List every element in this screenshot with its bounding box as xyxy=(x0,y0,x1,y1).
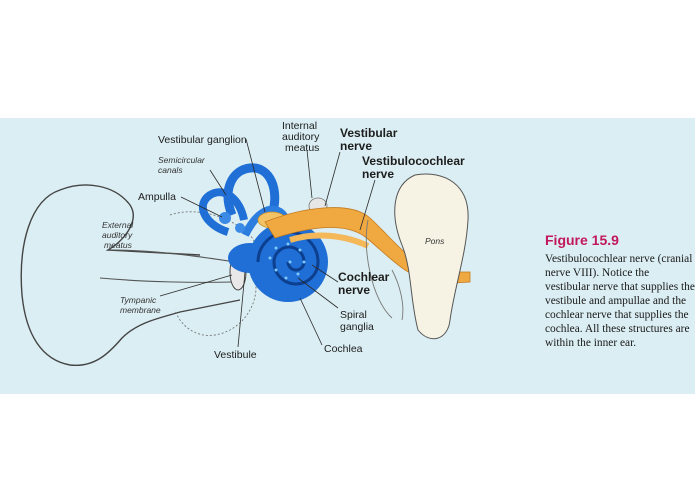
label-ampulla: Ampulla xyxy=(138,191,176,203)
label-external-auditory-meatus-line3: meatus xyxy=(104,240,133,250)
semicircular-canal-shape xyxy=(198,188,248,236)
label-semicircular-canals-line1: Semicircular xyxy=(158,155,206,165)
label-semicircular-canals-line2: canals xyxy=(158,165,183,175)
label-internal-auditory-meatus-line1: Internal xyxy=(282,120,317,132)
label-cochlea: Cochlea xyxy=(324,343,363,355)
label-spiral-ganglia-line2: ganglia xyxy=(340,321,374,333)
label-vestibulocochlear-nerve-line2: nerve xyxy=(362,167,394,181)
label-vestibule: Vestibule xyxy=(214,349,257,361)
label-vestibular-nerve-line2: nerve xyxy=(340,139,372,153)
pons-outline xyxy=(394,173,469,340)
spiral-ganglia-dots xyxy=(268,242,306,280)
figure-caption-text: Vestibulocochlear nerve (cranial nerve V… xyxy=(545,253,695,349)
figure-caption: Figure 15.9 Vestibulocochlear nerve (cra… xyxy=(545,232,695,350)
outer-ear-outline xyxy=(20,184,241,367)
ampulla-shape xyxy=(219,212,231,224)
figure-panel xyxy=(0,118,695,394)
label-spiral-ganglia-line1: Spiral xyxy=(340,309,367,321)
label-external-auditory-meatus-line1: External xyxy=(102,220,134,230)
label-internal-auditory-meatus-line2: auditory xyxy=(282,131,320,143)
label-tympanic-membrane-line2: membrane xyxy=(120,305,161,315)
ear-canal-outline xyxy=(99,249,236,283)
label-tympanic-membrane-line1: Tympanic xyxy=(120,295,157,305)
label-cochlear-nerve-line2: nerve xyxy=(338,283,370,297)
label-internal-auditory-meatus-line3: meatus xyxy=(285,142,319,154)
label-vestibular-ganglion: Vestibular ganglion xyxy=(158,134,247,146)
label-external-auditory-meatus-line2: auditory xyxy=(102,230,133,240)
label-vestibulocochlear-nerve-line1: Vestibulocochlear xyxy=(362,154,465,168)
label-pons: Pons xyxy=(425,236,445,246)
leader-lines xyxy=(159,138,376,348)
brainstem-outline xyxy=(365,219,404,321)
label-vestibular-nerve-line1: Vestibular xyxy=(340,126,398,140)
ampulla-shape xyxy=(235,223,245,233)
cochlear-nerve-shape xyxy=(289,232,370,249)
figure-title: Figure 15.9 xyxy=(545,232,619,248)
label-cochlear-nerve-line1: Cochlear xyxy=(338,270,390,284)
